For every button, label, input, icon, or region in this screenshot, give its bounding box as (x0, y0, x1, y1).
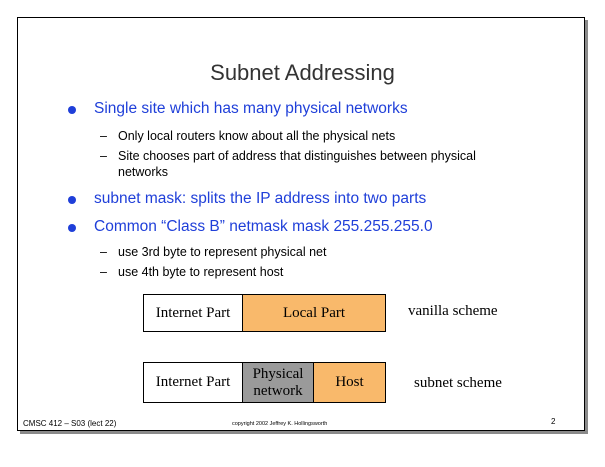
sub-bullet-1-1-text: Only local routers know about all the ph… (118, 129, 396, 143)
page-number: 2 (551, 417, 556, 426)
footer-course: CMSC 412 – S03 (lect 22) (23, 419, 117, 428)
dash-icon: – (100, 149, 107, 163)
bullet-dot-icon (68, 224, 76, 232)
local-part-box: Local Part (242, 294, 386, 332)
physical-network-box: Physical network (242, 362, 314, 403)
sub-bullet-1-2-text: Site chooses part of address that distin… (118, 149, 476, 179)
subnet-scheme-label: subnet scheme (414, 375, 502, 391)
bullet-dot-icon (68, 106, 76, 114)
host-box: Host (313, 362, 386, 403)
footer-copyright: copyright 2002 Jeffrey K. Hollingsworth (232, 421, 328, 427)
dash-icon: – (100, 265, 107, 279)
bullet-3-text: Common “Class B” netmask mask 255.255.25… (94, 218, 433, 235)
bullet-2-text: subnet mask: splits the IP address into … (94, 190, 427, 207)
dash-icon: – (100, 245, 107, 259)
subnet-internet-part-box: Internet Part (143, 362, 243, 403)
sub-bullet-3-1-text: use 3rd byte to represent physical net (118, 245, 327, 259)
vanilla-scheme-label: vanilla scheme (408, 303, 498, 319)
internet-part-box: Internet Part (143, 294, 243, 332)
dash-icon: – (100, 129, 107, 143)
bullet-1-text: Single site which has many physical netw… (94, 100, 408, 117)
sub-bullet-3-2-text: use 4th byte to represent host (118, 265, 284, 279)
slide-title: Subnet Addressing (210, 60, 395, 85)
bullet-dot-icon (68, 196, 76, 204)
